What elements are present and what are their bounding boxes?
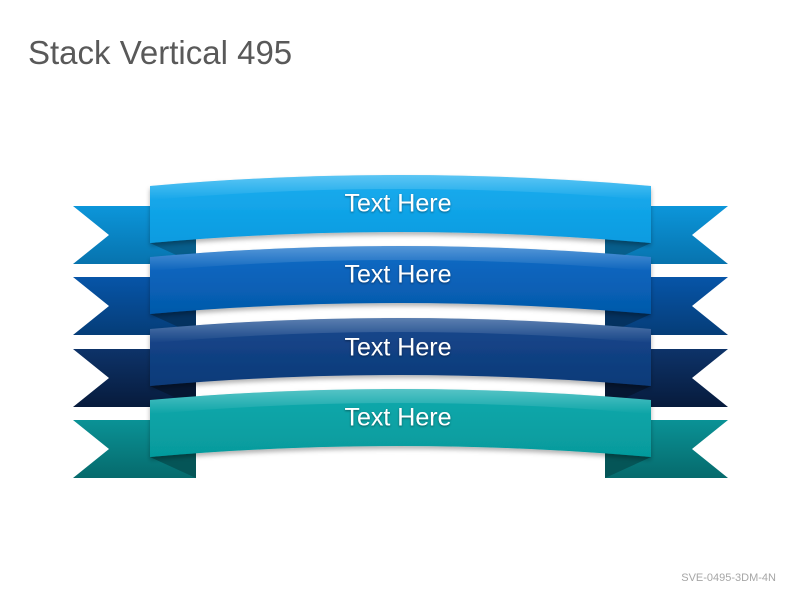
ribbon-label: Text Here	[345, 404, 452, 432]
ribbon-highlight	[150, 389, 651, 414]
ribbon-4: Text Here	[73, 389, 728, 478]
ribbon-label: Text Here	[345, 190, 452, 218]
ribbon-3: Text Here	[73, 318, 728, 407]
ribbon-front-band	[150, 389, 651, 457]
ribbon-label: Text Here	[345, 334, 452, 362]
ribbon-front-band	[150, 175, 651, 243]
ribbon-highlight	[150, 318, 651, 343]
ribbon-highlight	[150, 246, 651, 271]
ribbon-1: Text Here	[73, 175, 728, 264]
slide-title: Stack Vertical 495	[28, 34, 293, 71]
slide-code: SVE-0495-3DM-4N	[681, 572, 776, 584]
ribbon-label: Text Here	[345, 261, 452, 289]
ribbon-highlight	[150, 175, 651, 200]
ribbon-fold-left	[150, 453, 196, 478]
ribbon-front-band	[150, 318, 651, 386]
ribbon-front-band	[150, 246, 651, 314]
ribbon-fold-right	[605, 453, 651, 478]
